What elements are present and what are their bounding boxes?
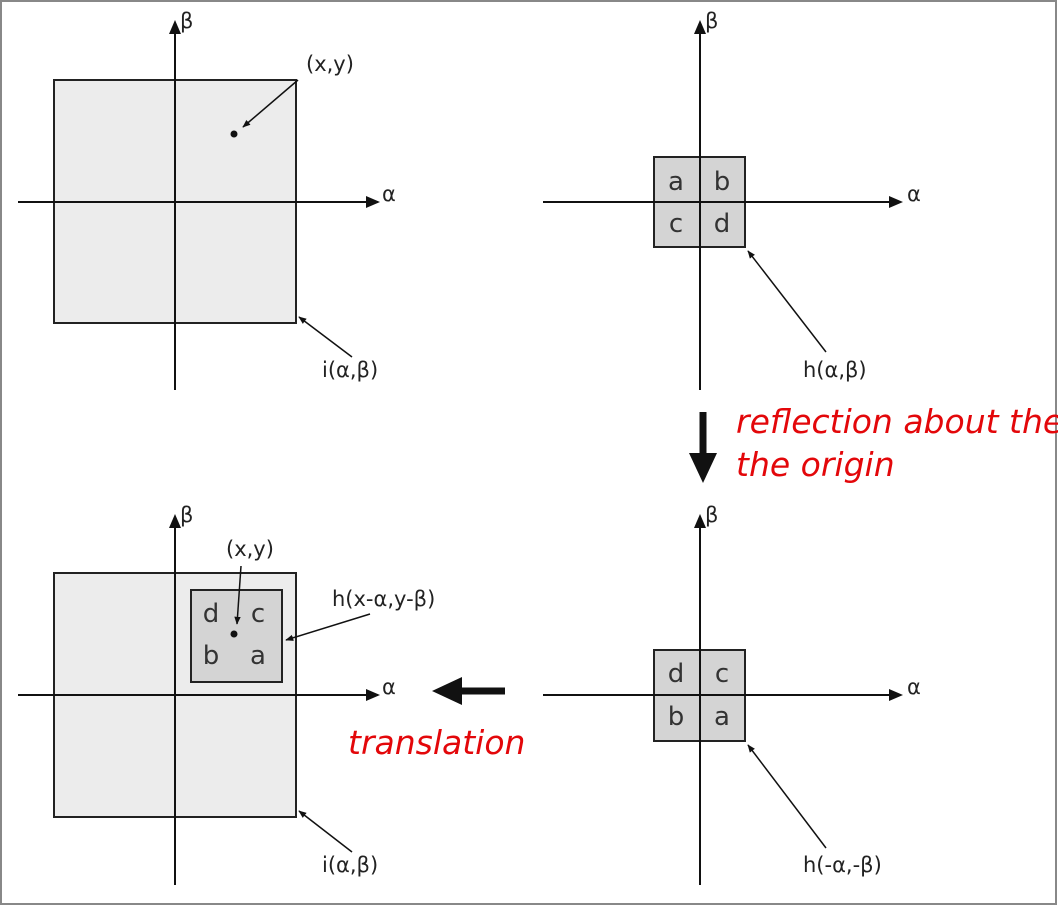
point-xy <box>230 130 238 138</box>
function-pointer-arrow <box>298 316 353 358</box>
beta-axis-arrowhead <box>169 20 181 34</box>
panel-top-right: α β a b c d h(α,β) <box>543 9 921 390</box>
kernel-cell-d: d <box>203 599 220 629</box>
panel-bottom-left: α β d c b a (x,y) h(x-α,y-β) i(α,β) <box>18 503 435 885</box>
reflection-text-line2: the origin <box>736 445 895 484</box>
kernel-label: h(x-α,y-β) <box>332 587 435 611</box>
beta-axis-arrowhead <box>694 20 706 34</box>
alpha-axis-arrowhead <box>366 196 380 208</box>
beta-label: β <box>180 503 193 527</box>
reflection-annotation: reflection about the the origin <box>689 402 1058 484</box>
alpha-axis-arrowhead <box>366 689 380 701</box>
point-label: (x,y) <box>226 537 274 561</box>
kernel-cell-d: d <box>714 209 731 239</box>
kernel-cell-d: d <box>668 659 685 689</box>
beta-axis-arrowhead <box>694 514 706 528</box>
function-label: i(α,β) <box>322 853 378 877</box>
translation-arrow-head <box>432 677 462 705</box>
kernel-cell-a: a <box>668 167 684 197</box>
kernel-cell-a: a <box>250 641 266 671</box>
beta-label: β <box>705 9 718 33</box>
kernel-cell-a: a <box>714 702 730 732</box>
function-label: h(-α,-β) <box>803 853 882 877</box>
function-pointer-arrow <box>747 250 827 353</box>
point-pointer-arrow <box>242 79 299 128</box>
kernel-cell-c: c <box>669 209 683 239</box>
reflection-arrow-head <box>689 453 717 483</box>
function-label: h(α,β) <box>803 358 867 382</box>
function-pointer-arrow <box>747 744 827 849</box>
point-xy <box>230 630 238 638</box>
kernel-cell-b: b <box>203 641 220 671</box>
reflection-text-line1: reflection about the <box>736 402 1058 441</box>
point-pointer-arrow <box>234 565 242 625</box>
kernel-pointer-arrow <box>285 613 371 641</box>
translation-annotation: translation <box>348 677 525 762</box>
function-pointer-arrow <box>298 810 353 853</box>
alpha-label: α <box>907 182 921 206</box>
alpha-label: α <box>907 675 921 699</box>
kernel-cell-c: c <box>715 659 729 689</box>
beta-label: β <box>705 503 718 527</box>
beta-label: β <box>180 9 193 33</box>
alpha-axis-arrowhead <box>889 196 903 208</box>
alpha-label: α <box>382 182 396 206</box>
function-label: i(α,β) <box>322 358 378 382</box>
panel-bottom-right: α β d c b a h(-α,-β) <box>543 503 921 885</box>
alpha-label: α <box>382 675 396 699</box>
point-label: (x,y) <box>306 52 354 76</box>
kernel-cell-c: c <box>251 599 265 629</box>
kernel-cell-b: b <box>714 167 731 197</box>
panel-top-left: α β (x,y) i(α,β) <box>18 9 396 390</box>
kernel-cell-b: b <box>668 702 685 732</box>
translation-text: translation <box>348 723 525 762</box>
alpha-axis-arrowhead <box>889 689 903 701</box>
beta-axis-arrowhead <box>169 514 181 528</box>
